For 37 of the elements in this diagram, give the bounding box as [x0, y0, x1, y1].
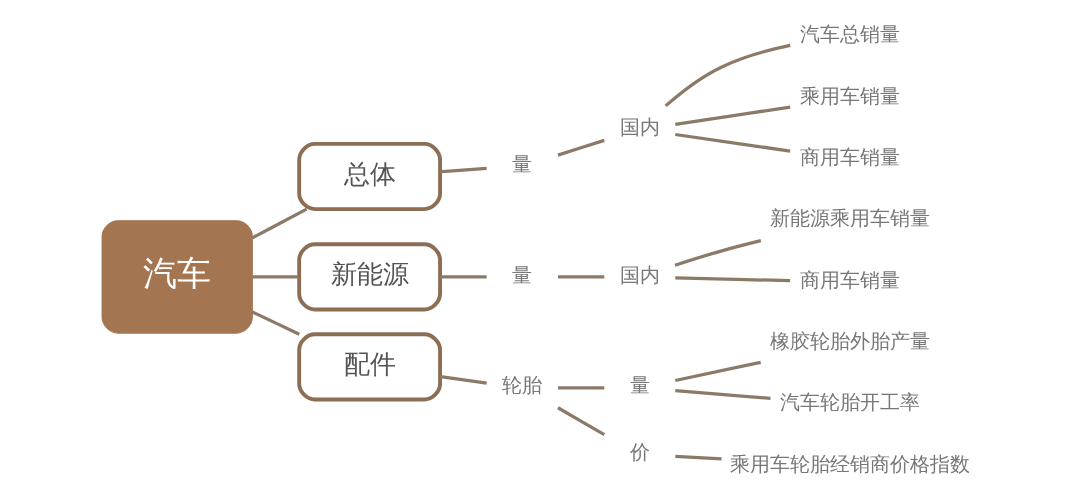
connector [439, 374, 487, 385]
node-box: 总体 [296, 141, 442, 212]
node-text: 国内 [619, 116, 660, 140]
node-box: 汽车 [101, 220, 253, 334]
connector [439, 166, 487, 174]
node-text: 量 [629, 374, 650, 398]
node-text: 乘用车销量 [799, 84, 900, 108]
connector [251, 310, 300, 336]
node-text: 价 [629, 440, 650, 464]
node-text: 轮胎 [501, 374, 542, 398]
connector [674, 360, 761, 383]
connector [556, 406, 605, 437]
connector [674, 276, 790, 283]
connector [674, 389, 771, 400]
connector [439, 275, 487, 279]
connector [674, 105, 790, 126]
node-text: 商用车销量 [799, 268, 900, 292]
node-text: 商用车销量 [799, 146, 900, 170]
connector [251, 275, 299, 279]
connector [674, 132, 790, 153]
node-text: 国内 [619, 263, 660, 287]
node-text: 汽车轮胎开工率 [779, 391, 920, 415]
connector [251, 207, 307, 240]
node-text: 量 [511, 152, 532, 176]
node-box: 配件 [296, 332, 442, 402]
node-text: 新能源乘用车销量 [769, 207, 930, 231]
connector [557, 138, 605, 157]
node-text: 量 [511, 263, 532, 287]
connector [664, 43, 791, 108]
node-box: 新能源 [296, 242, 442, 312]
node-text: 乘用车轮胎经销商价格指数 [729, 452, 970, 476]
connector [557, 386, 604, 390]
connector [673, 239, 761, 267]
connector [557, 275, 604, 279]
connector [674, 454, 722, 461]
node-text: 汽车总销量 [799, 23, 900, 47]
node-text: 橡胶轮胎外胎产量 [769, 330, 930, 354]
